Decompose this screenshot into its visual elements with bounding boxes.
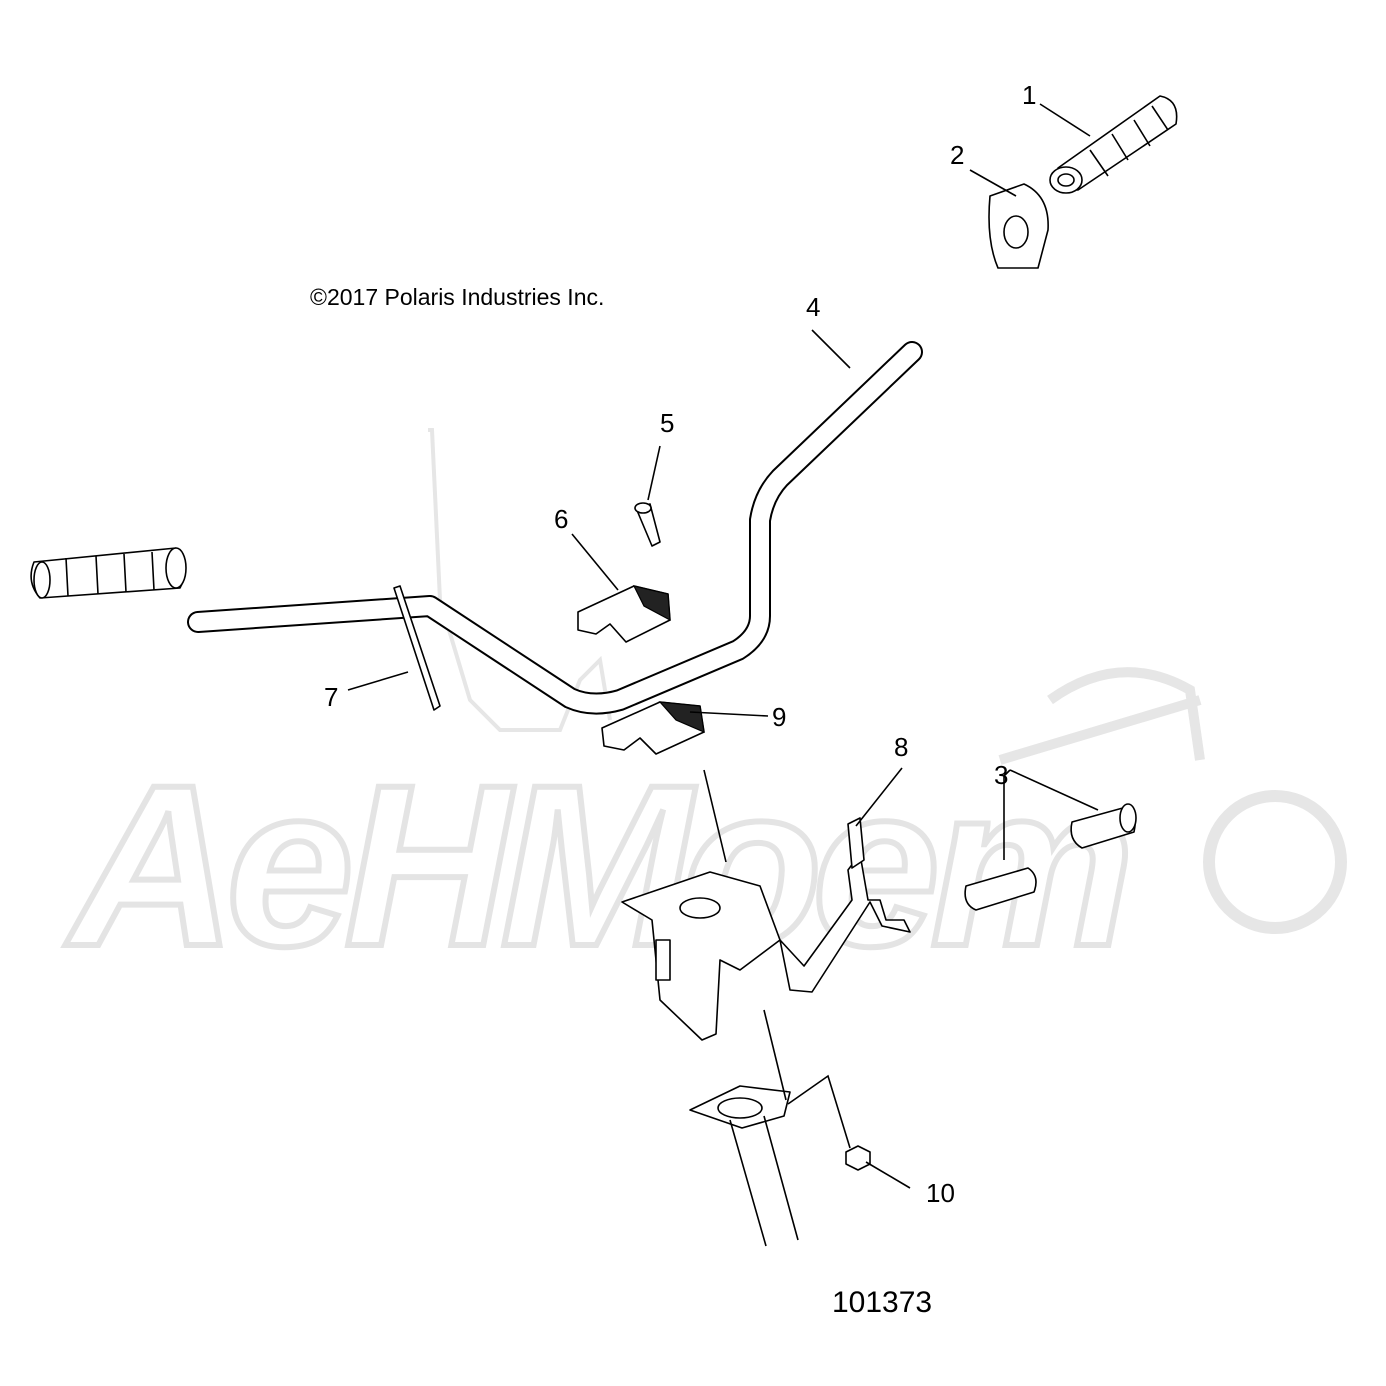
callout-2: 2 bbox=[950, 140, 964, 170]
steering-post bbox=[689, 1085, 799, 1247]
left-grip bbox=[30, 547, 187, 599]
right-grip bbox=[1049, 95, 1178, 194]
callout-6: 6 bbox=[554, 504, 568, 534]
assembly-lines bbox=[703, 769, 851, 1149]
callout-9: 9 bbox=[772, 702, 786, 732]
callout-3: 3 bbox=[994, 760, 1008, 790]
upper-clamp bbox=[577, 585, 671, 643]
nut bbox=[845, 1145, 871, 1171]
copyright-text: ©2017 Polaris Industries Inc. bbox=[310, 284, 604, 310]
handlebar bbox=[187, 341, 923, 715]
switch-assembly bbox=[964, 803, 1137, 911]
lower-clamp bbox=[601, 701, 705, 755]
callout-5: 5 bbox=[660, 408, 674, 438]
cable-tie bbox=[393, 585, 441, 711]
callout-8: 8 bbox=[894, 732, 908, 762]
callout-7: 7 bbox=[324, 682, 338, 712]
leader-lines bbox=[347, 103, 1099, 1189]
watermark-wheel bbox=[1203, 790, 1347, 934]
watermark-spire bbox=[428, 428, 612, 732]
watermark: AeHMoem bbox=[62, 428, 1347, 997]
watermark-text: AeHMoem bbox=[65, 737, 1125, 994]
watermark-motorcycle bbox=[998, 667, 1205, 765]
document-number: 101373 bbox=[832, 1286, 932, 1319]
callout-10: 10 bbox=[926, 1178, 955, 1208]
callout-1: 1 bbox=[1022, 80, 1036, 110]
callouts: 1 2 3 4 5 6 7 8 9 10 bbox=[324, 80, 1036, 1208]
callout-4: 4 bbox=[806, 292, 820, 322]
mounting-bracket bbox=[621, 817, 911, 1041]
clamp-bolt bbox=[634, 502, 661, 547]
grip-end-cap bbox=[988, 183, 1049, 269]
